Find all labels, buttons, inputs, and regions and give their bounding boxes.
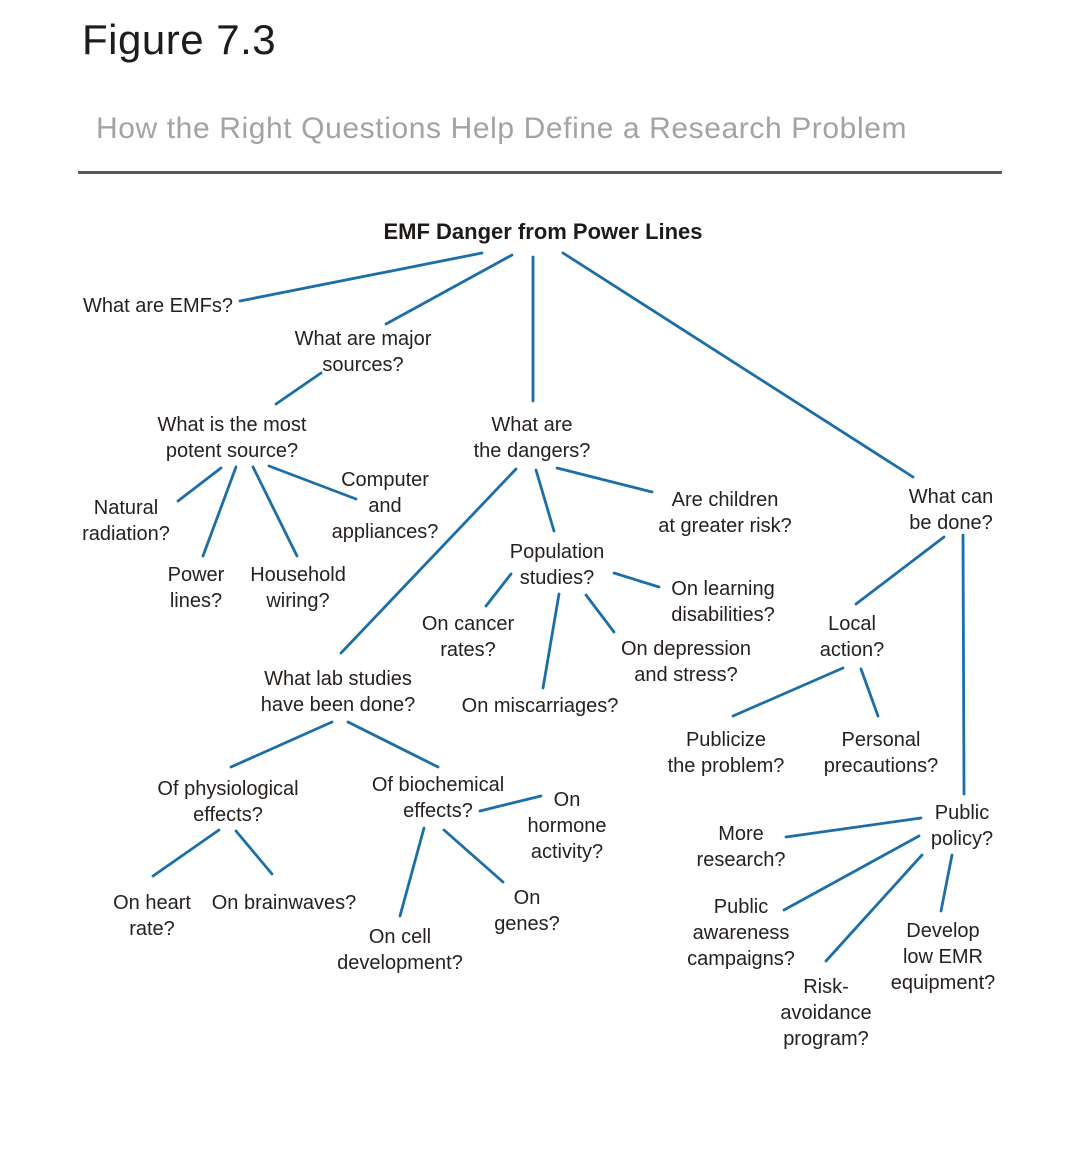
node-local-action: Local action?: [819, 613, 885, 661]
connector-population-depression: [584, 593, 616, 634]
connector-dangers-children: [555, 466, 654, 494]
connector-potent-natural: [176, 466, 223, 503]
connector-sources-potent: [274, 371, 323, 406]
connector-population-cancer: [484, 572, 513, 608]
node-public-awareness: Public awareness campaigns?: [687, 896, 795, 970]
node-risk-avoidance: Risk- avoidance program?: [780, 976, 872, 1050]
node-biochemical: Of biochemical effects?: [371, 774, 505, 822]
node-cell-development: On cell development?: [337, 926, 463, 974]
node-genes: On genes?: [494, 887, 560, 935]
connector-done-localaction: [854, 535, 946, 606]
node-brainwaves: On brainwaves?: [211, 892, 357, 914]
connector-biochem-genes: [442, 828, 505, 884]
node-what-can-be-done: What can be done?: [908, 486, 994, 534]
node-hormone-activity: On hormone activity?: [527, 789, 607, 863]
figure-label: Figure 7.3: [82, 16, 277, 63]
node-natural-radiation: Natural radiation?: [82, 497, 170, 545]
connector-potent-computer: [267, 464, 358, 501]
node-learning-disabilities: On learning disabilities?: [671, 578, 775, 626]
connector-root-what-can-be-done: [561, 251, 915, 479]
connector-policy-lowemr: [939, 853, 954, 913]
node-power-lines: Power lines?: [167, 564, 225, 612]
connector-policy-awareness: [782, 834, 921, 912]
node-what-are-emfs: What are EMFs?: [82, 295, 234, 317]
node-heart-rate: On heart rate?: [113, 892, 191, 940]
node-more-research: More research?: [696, 823, 786, 871]
node-cancer-rates: On cancer rates?: [421, 613, 515, 661]
connector-local-publicize: [731, 666, 845, 718]
node-dangers: What are the dangers?: [473, 414, 591, 462]
node-low-emr: Develop low EMR equipment?: [890, 920, 996, 994]
connector-population-miscarriages: [541, 592, 561, 690]
node-lab-studies: What lab studies have been done?: [260, 668, 416, 716]
connector-root-major-sources: [384, 253, 514, 326]
connector-lab-biochemical: [346, 720, 440, 769]
node-major-sources: What are major sources?: [294, 328, 432, 376]
node-depression-stress: On depression and stress?: [620, 638, 752, 686]
node-personal-precautions: Personal precautions?: [823, 729, 939, 777]
node-physiological: Of physiological effects?: [157, 778, 299, 826]
connector-dangers-labstudies: [339, 467, 518, 655]
connector-potent-household: [251, 465, 299, 558]
connector-done-publicpolicy: [961, 533, 966, 796]
node-children-risk: Are children at greater risk?: [658, 489, 792, 537]
node-root: EMF Danger from Power Lines: [383, 219, 703, 244]
connector-local-personal: [859, 667, 880, 718]
node-public-policy: Public policy?: [930, 802, 994, 850]
node-miscarriages: On miscarriages?: [461, 695, 619, 717]
connector-root-emfs: [238, 251, 484, 303]
node-publicize: Publicize the problem?: [667, 729, 785, 777]
connector-biochem-celldev: [398, 826, 426, 918]
connector-phys-heart: [151, 828, 221, 878]
node-household-wiring: Household wiring?: [250, 564, 346, 612]
connector-policy-riskavoidance: [824, 853, 924, 963]
divider-rule: [78, 171, 1002, 174]
connector-phys-brainwaves: [234, 829, 274, 876]
connector-policy-moreresearch: [784, 816, 923, 839]
connector-population-learning: [612, 571, 661, 589]
node-population-studies: Population studies?: [509, 541, 605, 589]
connector-potent-powerlines: [201, 465, 238, 558]
node-computer-appliances: Computer and appliances?: [331, 469, 439, 543]
connector-biochem-hormone: [478, 794, 543, 813]
figure-subtitle: How the Right Questions Help Define a Re…: [96, 112, 908, 145]
connector-dangers-population: [534, 468, 556, 533]
connector-lab-physiological: [229, 720, 334, 769]
node-potent-source: What is the most potent source?: [157, 414, 307, 462]
